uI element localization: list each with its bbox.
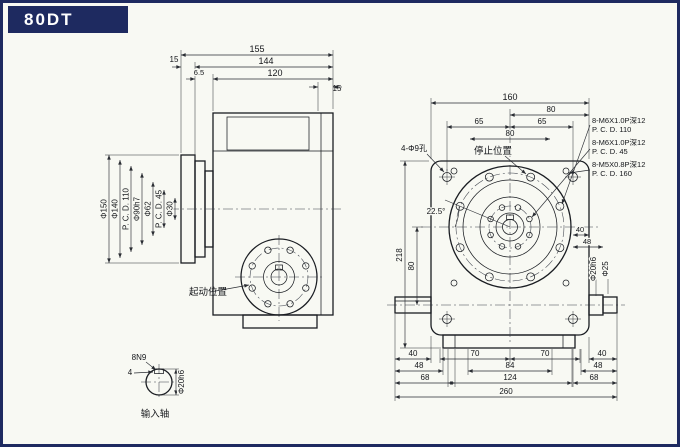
dim-phi30: Φ30: [166, 201, 175, 217]
output-flange-front: [448, 165, 572, 289]
key-depth-label: 4: [128, 368, 133, 377]
callout3-pcd: P. C. D. 160: [592, 169, 632, 178]
start-position-callout: 起动位置: [189, 284, 250, 298]
corner-hole-callout: 4-Φ9孔: [400, 143, 445, 173]
front-right-dims: 40 48 Φ20h6 Φ25: [573, 224, 611, 296]
callout2-pcd: P. C. D. 45: [592, 147, 628, 156]
dim-15-left: 15: [170, 55, 179, 64]
corner-holes-label: 4-Φ9孔: [401, 144, 427, 153]
housing-body: [212, 112, 334, 316]
callout1-thread: 8-M6X1.0P深12: [592, 116, 645, 125]
dim-68-bl: 68: [421, 373, 430, 382]
dim-70-b: 70: [541, 349, 550, 358]
dim-6-5: 6.5: [194, 68, 204, 77]
dim-160: 160: [502, 92, 517, 102]
dim-pcd45: P. C. D. 45: [155, 189, 164, 228]
top-cover: [226, 116, 310, 151]
dim-15-right: 15: [333, 84, 342, 93]
left-view-diameter-dims: Φ150 Φ140 P. C. D. 110 Φ90h7 Φ62 P. C. D…: [98, 154, 179, 264]
dim-40-br: 40: [598, 349, 607, 358]
dim-phi25: Φ25: [601, 261, 610, 277]
dim-48-bl: 48: [415, 361, 424, 370]
dim-80-mid: 80: [506, 129, 515, 138]
dim-155: 155: [249, 44, 264, 54]
input-shaft-stub: [394, 296, 432, 314]
left-view-top-dims: 155 144 120 15 6.5 15: [170, 44, 342, 159]
dim-48-right: 48: [583, 237, 591, 246]
input-keyway: [154, 368, 164, 374]
dim-124: 124: [503, 373, 517, 382]
angle-label: 22.5°: [427, 207, 446, 216]
dim-phi90h7: Φ90h7: [133, 196, 142, 221]
dim-40-right: 40: [576, 225, 584, 234]
callout3-thread: 8-M5X0.8P深12: [592, 160, 645, 169]
dim-phi140: Φ140: [111, 199, 120, 219]
input-shaft-dia: Φ20h6: [177, 369, 186, 394]
dim-84: 84: [506, 361, 515, 370]
technical-drawing: 155 144 120 15 6.5 15: [98, 44, 645, 420]
dim-phi62: Φ62: [144, 201, 153, 217]
front-bottom-dims: 40 70 70 40 48 84 48 68 124 68: [394, 314, 618, 401]
start-position-label: 起动位置: [189, 286, 227, 298]
stop-position-callout: 停止位置: [473, 144, 527, 175]
dim-260: 260: [499, 387, 513, 396]
model-title-box: 80DT: [8, 6, 128, 33]
shaft-end: [602, 296, 618, 314]
dim-phi20h6: Φ20h6: [589, 256, 598, 281]
output-face-circle: [240, 238, 318, 316]
dim-68-br: 68: [590, 373, 599, 382]
bore-keyway: [506, 214, 514, 220]
left-side-view: 155 144 120 15 6.5 15: [98, 44, 343, 329]
input-shaft-label: 输入轴: [141, 408, 170, 420]
dim-218: 218: [395, 248, 404, 262]
input-shaft-detail: 8N9 4 Φ20h6 输入轴: [128, 353, 187, 420]
dim-phi150: Φ150: [100, 199, 109, 219]
callout2-thread: 8-M6X1.0P深12: [592, 138, 645, 147]
dim-65-left: 65: [475, 117, 484, 126]
key-width-label: 8N9: [132, 353, 147, 362]
keyway: [275, 264, 283, 271]
corner-holes: [439, 169, 581, 327]
stop-position-label: 停止位置: [474, 145, 512, 157]
dim-80-top: 80: [547, 105, 556, 114]
base-front: [442, 334, 576, 349]
base-foot: [242, 314, 318, 329]
dim-40-bl: 40: [409, 349, 418, 358]
angle-dim: 22.5°: [425, 199, 511, 228]
dim-pcd110: P. C. D. 110: [122, 187, 131, 230]
dim-70-a: 70: [471, 349, 480, 358]
front-view: 22.5° 160 80 65 65: [387, 92, 645, 401]
thread-callouts: 8-M6X1.0P深12 P. C. D. 110 8-M6X1.0P深12 P…: [531, 116, 645, 218]
front-top-dims: 160 80 65 65 80: [430, 92, 590, 171]
dim-80-left: 80: [407, 261, 416, 270]
dim-48-br: 48: [594, 361, 603, 370]
diagonal-tapped-holes: [450, 167, 570, 287]
dim-144: 144: [258, 56, 273, 66]
dim-120: 120: [267, 68, 282, 78]
front-left-dims: 218 80: [394, 160, 441, 349]
dim-65-right: 65: [538, 117, 547, 126]
callout1-pcd: P. C. D. 110: [592, 125, 631, 134]
model-number: 80DT: [24, 9, 74, 29]
